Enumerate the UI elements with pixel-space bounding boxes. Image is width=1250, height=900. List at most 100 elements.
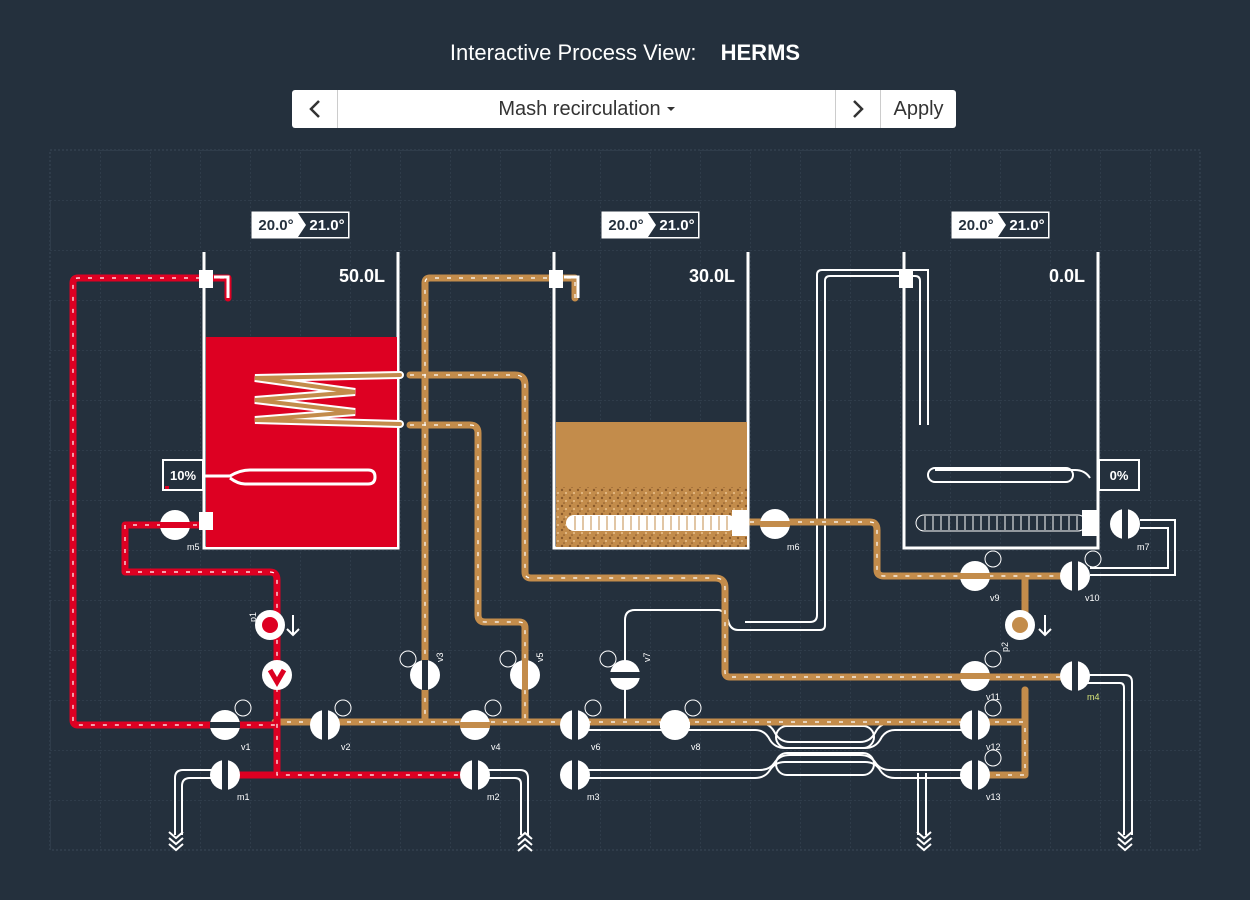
manual-valve-m7-label: m7 [1137, 542, 1150, 552]
valve-v2-label: v2 [341, 742, 351, 752]
bolt-icon [984, 650, 1002, 668]
hlt-kettle[interactable]: 50.0L [199, 252, 404, 550]
drain-arrow-icon [1117, 831, 1133, 852]
bolt-icon [399, 650, 417, 668]
manual-valve-m4-label: m4 [1087, 692, 1100, 702]
valve-v10-label: v10 [1085, 593, 1100, 603]
valve-v4-label: v4 [491, 742, 501, 752]
bolt-icon [984, 550, 1002, 568]
mash-tun-kettle[interactable]: 30.0L [549, 252, 750, 550]
chevron-right-icon [853, 100, 864, 118]
valve-v2[interactable]: v2 [310, 699, 352, 752]
page-title-label: Interactive Process View: [449, 40, 697, 65]
hlt-liquid [206, 337, 397, 547]
step-toolbar: Mash recirculation Apply [292, 90, 956, 128]
boil-volume: 0.0L [1049, 266, 1085, 286]
pump-p1[interactable]: p1 [248, 610, 300, 640]
mash-volume: 30.0L [689, 266, 735, 286]
wort-pipe-chevrons [275, 277, 1075, 776]
bolt-icon [599, 650, 617, 668]
manual-valve-m5[interactable]: m5 [160, 510, 200, 552]
next-step-button[interactable] [836, 90, 881, 128]
caret-down-icon [666, 107, 675, 111]
valve-v1[interactable]: v1 [210, 699, 252, 752]
valve-v3-label: v3 [435, 652, 445, 662]
boil-kettle[interactable]: 0.0L [899, 252, 1100, 550]
chevron-left-icon [308, 100, 320, 118]
hot-water-pipe-chevrons [72, 277, 475, 776]
boil-pwm: 0% [1110, 468, 1129, 483]
valve-v11-label: v11 [986, 692, 1000, 702]
drain-arrow-icon [916, 831, 932, 852]
arrow-down-icon [1038, 615, 1052, 637]
drain-arrow-icon [168, 831, 184, 852]
valve-v13[interactable]: v13 [960, 749, 1002, 802]
valve-v4[interactable]: v4 [460, 699, 502, 752]
manual-valve-m2[interactable]: m2 [460, 760, 500, 802]
valve-v12[interactable]: v12 [960, 699, 1002, 752]
valve-v10[interactable]: v10 [1060, 550, 1102, 603]
bolt-icon [684, 699, 702, 717]
bolt-icon [499, 650, 517, 668]
mash-setpoint: 20.0° [608, 217, 643, 234]
manual-valve-m5-label: m5 [187, 542, 200, 552]
previous-step-button[interactable] [292, 90, 338, 128]
valve-v6-label: v6 [591, 742, 601, 752]
step-select-value: Mash recirculation [498, 97, 661, 120]
manual-valve-m7[interactable]: m7 [1110, 509, 1150, 552]
bolt-icon [984, 749, 1002, 767]
valve-v7[interactable]: v7 [599, 650, 652, 690]
valve-v1-label: v1 [241, 742, 251, 752]
pump-p2[interactable]: p2 [1000, 610, 1052, 652]
step-select-dropdown[interactable]: Mash recirculation [338, 90, 836, 128]
manual-valve-m3-label: m3 [587, 792, 600, 802]
bolt-icon [334, 699, 352, 717]
valve-v3[interactable]: v3 [399, 650, 445, 690]
hlt-temperature-display[interactable]: 20.0° 21.0° [250, 210, 351, 240]
pump-p1-label: p1 [248, 612, 258, 622]
valve-v11[interactable]: v11 [960, 650, 1002, 702]
inlet-arrow-icon [517, 831, 533, 852]
manual-valve-m1-label: m1 [237, 792, 250, 802]
bolt-icon [584, 699, 602, 717]
valve-v13-label: v13 [986, 792, 1001, 802]
false-bottom [566, 515, 736, 531]
bolt-icon [984, 699, 1002, 717]
valve-v9-label: v9 [990, 593, 1000, 603]
manual-valve-m1[interactable]: m1 [210, 760, 250, 802]
arrow-down-icon [286, 615, 300, 637]
process-name: HERMS [720, 40, 801, 65]
hlt-pwm: 10% [170, 468, 196, 483]
manual-valve-m6-label: m6 [787, 542, 800, 552]
heat-exchanger-check-valve [262, 660, 292, 690]
manual-valve-m4[interactable]: m4 [1060, 661, 1100, 702]
hlt-pwm-display[interactable]: 10% [162, 459, 204, 491]
idle-pipes [174, 269, 1176, 835]
apply-button[interactable]: Apply [893, 97, 944, 120]
valve-v7-label: v7 [642, 652, 652, 662]
manual-valve-m2-label: m2 [487, 792, 500, 802]
boil-setpoint: 20.0° [958, 217, 993, 234]
pump-p2-label: p2 [1000, 642, 1010, 652]
manual-valve-m6[interactable]: m6 [760, 509, 800, 552]
bolt-icon [484, 699, 502, 717]
mash-actual-temp: 21.0° [659, 217, 694, 234]
valve-v12-label: v12 [986, 742, 1001, 752]
hlt-volume: 50.0L [339, 266, 385, 286]
hlt-setpoint: 20.0° [258, 217, 293, 234]
boil-actual-temp: 21.0° [1009, 217, 1044, 234]
mash-temperature-display[interactable]: 20.0° 21.0° [600, 210, 701, 240]
valve-v5[interactable]: v5 [499, 650, 545, 690]
bolt-icon [234, 699, 252, 717]
valve-v6[interactable]: v6 [560, 699, 602, 752]
page-title: Interactive Process View: HERMS [0, 40, 1250, 66]
boil-pwm-display[interactable]: 0% [1098, 459, 1140, 491]
boil-temperature-display[interactable]: 20.0° 21.0° [950, 210, 1051, 240]
valve-v5-label: v5 [535, 652, 545, 662]
hlt-actual-temp: 21.0° [309, 217, 344, 234]
valve-v9[interactable]: v9 [960, 550, 1002, 603]
manual-valve-m3[interactable]: m3 [560, 760, 600, 802]
valve-v8[interactable]: v8 [660, 699, 702, 752]
valve-v8-label: v8 [691, 742, 701, 752]
